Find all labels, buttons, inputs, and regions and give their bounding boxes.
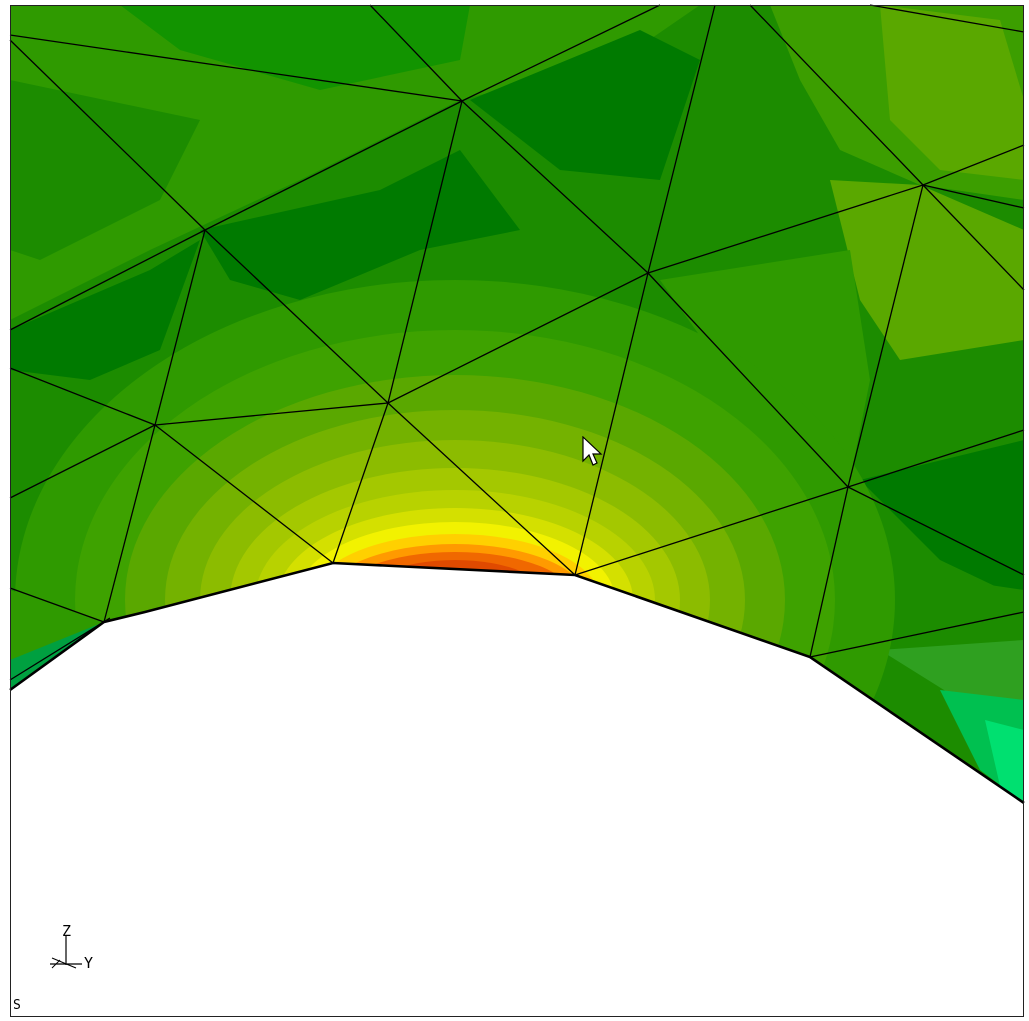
contour-band: [860, 440, 1024, 600]
contour-band: [10, 240, 200, 380]
mesh-lines: [9, 4, 1025, 658]
contour-bands: [10, 5, 1024, 803]
view-indicator: S: [13, 998, 21, 1013]
contour-band: [985, 720, 1024, 803]
contour-band: [120, 5, 470, 90]
triad-y-label: Y: [84, 954, 94, 972]
mesh-edge: [9, 617, 111, 681]
contour-band: [880, 5, 1024, 180]
contour-band: [10, 80, 200, 260]
contour-band: [200, 150, 520, 300]
contour-band: [470, 30, 700, 180]
triad-axes-icon: [50, 935, 82, 969]
contour-band: [830, 180, 1024, 360]
contour-band: [10, 5, 700, 320]
mouse-pointer-icon: [582, 436, 603, 466]
triad-z-label: Z: [62, 922, 72, 940]
